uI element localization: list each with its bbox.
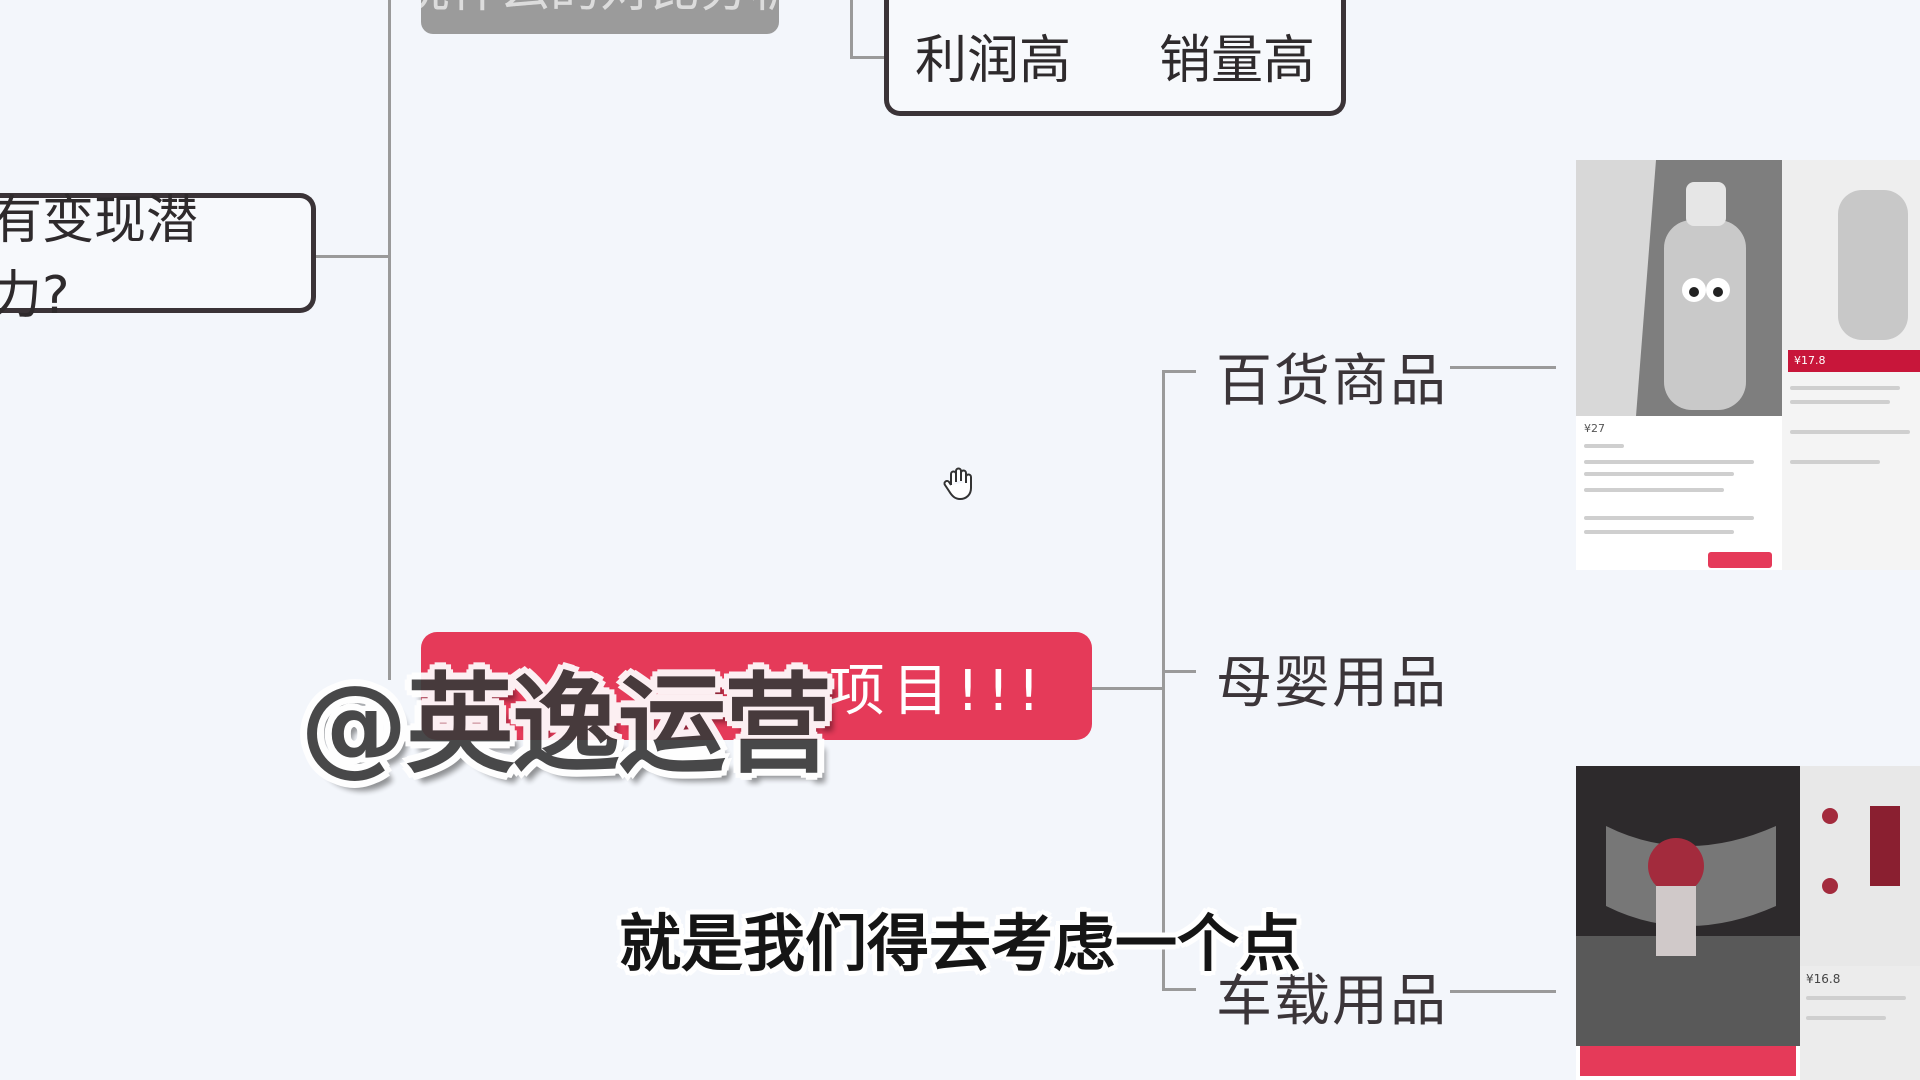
sales-label: 销量高 xyxy=(1158,31,1315,91)
question-node-label: 有变现潜力? xyxy=(0,191,199,326)
branch-car-goods[interactable]: 车载用品 xyxy=(1216,969,1448,1034)
connector-top-profit-h xyxy=(850,56,886,59)
product-card-cup[interactable]: ¥27 xyxy=(1576,160,1782,570)
buy-button[interactable] xyxy=(1708,552,1772,568)
cup-product-image xyxy=(1576,160,1782,416)
branch-stub-1 xyxy=(1162,370,1196,373)
branch-stub-2 xyxy=(1162,670,1196,673)
subtitle-caption: 就是我们得去考虑一个点 xyxy=(618,907,1301,980)
branch-general-goods[interactable]: 百货商品 xyxy=(1216,349,1448,414)
cup-price: ¥27 xyxy=(1584,422,1605,435)
hand-cursor-icon xyxy=(943,467,972,500)
watermark: @英逸运营 xyxy=(300,663,832,788)
cup-illustration xyxy=(1576,160,1782,416)
product-connector-1 xyxy=(1450,366,1556,369)
cup-illustration-2 xyxy=(1782,160,1920,350)
red-project-node[interactable]: 项目!!! xyxy=(421,632,1092,740)
branch-stub-3 xyxy=(1162,988,1196,991)
connector-red-branches xyxy=(1092,687,1162,690)
branch-maternal-baby[interactable]: 母婴用品 xyxy=(1216,651,1448,716)
connector-top-profit xyxy=(850,0,853,56)
cup-price-right: ¥17.8 xyxy=(1788,350,1920,372)
car-price: ¥16.8 xyxy=(1806,972,1841,986)
car-buy-bar[interactable] xyxy=(1580,1046,1796,1076)
connector-question xyxy=(316,255,390,258)
trunk-line xyxy=(388,0,391,680)
profit-sales-node[interactable]: 利润高 销量高 xyxy=(884,0,1346,116)
branch-vertical xyxy=(1162,372,1165,988)
question-node[interactable]: 有变现潜力? xyxy=(0,191,316,326)
product-connector-3 xyxy=(1450,990,1556,993)
profit-label: 利润高 xyxy=(915,31,1072,91)
top-grey-node[interactable]: 说什么的对比分析 xyxy=(421,0,779,34)
red-node-label: 项目!!! xyxy=(828,658,1048,724)
product-card-car[interactable] xyxy=(1576,766,1800,1080)
car-product-image xyxy=(1576,766,1800,1046)
car-product-image-2 xyxy=(1800,766,1920,966)
product-card-cup-2[interactable]: ¥17.8 xyxy=(1782,160,1920,570)
product-card-car-2[interactable]: ¥16.8 xyxy=(1800,766,1920,1080)
top-grey-node-label: 说什么的对比分析 xyxy=(421,0,779,21)
